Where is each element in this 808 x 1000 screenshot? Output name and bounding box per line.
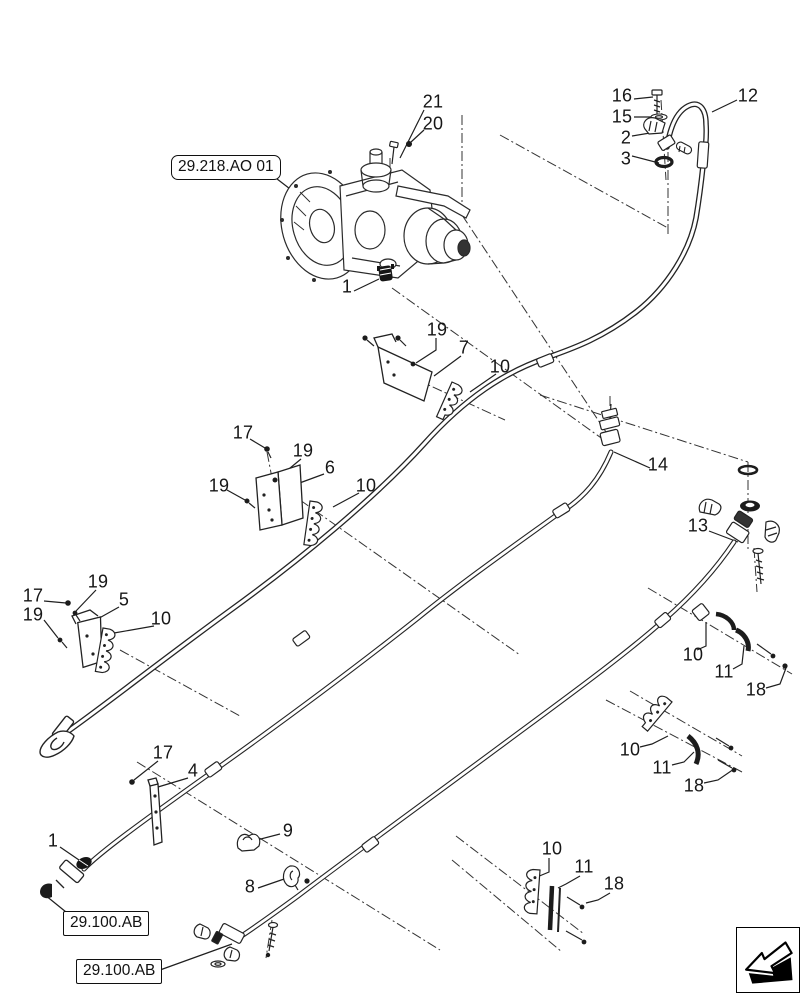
callout-1: 1 — [341, 276, 353, 297]
clamp-group-right-1 — [691, 603, 788, 669]
callout-14: 14 — [647, 454, 669, 475]
hose-12 — [61, 101, 710, 737]
callout-17: 17 — [152, 742, 174, 763]
screws-19-c — [57, 600, 81, 649]
callout-4: 4 — [187, 760, 199, 781]
callout-10: 10 — [355, 475, 377, 496]
callout-17: 17 — [232, 422, 254, 443]
ref-box-29-100-AB-1[interactable]: 29.100.AB — [63, 911, 150, 936]
fitting-14 — [599, 403, 621, 447]
pump-assembly — [280, 148, 471, 282]
callout-19: 19 — [22, 604, 44, 625]
ref-box-29-100-AB-2[interactable]: 29.100.AB — [76, 959, 163, 984]
hose-sleeves — [204, 141, 710, 853]
callout-18: 18 — [603, 873, 625, 894]
bracket-4 — [147, 777, 163, 846]
callout-10: 10 — [619, 739, 641, 760]
callout-10: 10 — [541, 838, 563, 859]
callout-11: 11 — [714, 661, 734, 682]
callout-11: 11 — [574, 856, 594, 877]
clip-8 — [282, 865, 301, 891]
callout-12: 12 — [737, 85, 759, 106]
clamp-10-a — [435, 381, 463, 421]
corner-arrow-glyph — [745, 941, 793, 984]
callout-10: 10 — [150, 608, 172, 629]
screw-21 — [389, 140, 399, 165]
callout-6: 6 — [324, 457, 336, 478]
ring-3 — [654, 155, 674, 169]
callout-7: 7 — [458, 337, 470, 358]
clamp-10-b — [303, 500, 323, 547]
screws-19-b — [244, 446, 278, 509]
callout-13: 13 — [687, 515, 709, 536]
callout-17: 17 — [22, 585, 44, 606]
callout-19: 19 — [292, 440, 314, 461]
clamp-group-right-2 — [641, 695, 737, 773]
clamp-9 — [236, 833, 261, 852]
callout-19: 19 — [426, 319, 448, 340]
callout-5: 5 — [118, 589, 130, 610]
hose-13 — [237, 539, 737, 940]
callout-20: 20 — [422, 113, 444, 134]
hose-13-end-fitting — [193, 921, 279, 968]
leader-lines — [43, 96, 787, 971]
clip-hose-12 — [675, 141, 693, 155]
bolt-16 — [651, 89, 663, 114]
ref-box-29-218-AO-01[interactable]: 29.218.AO 01 — [171, 155, 281, 180]
callout-3: 3 — [620, 148, 632, 169]
washer-15 — [650, 113, 668, 121]
callout-10: 10 — [682, 644, 704, 665]
callout-8: 8 — [244, 876, 256, 897]
callout-15: 15 — [611, 106, 633, 127]
callout-19: 19 — [208, 475, 230, 496]
callout-19: 19 — [87, 571, 109, 592]
nut-hose-12 — [657, 134, 676, 151]
callout-10: 10 — [489, 356, 511, 377]
fitting-13 — [698, 464, 780, 585]
callout-21: 21 — [422, 91, 444, 112]
elbow-fitting-2 — [643, 117, 666, 135]
callout-9: 9 — [282, 820, 294, 841]
page-corner-arrow-icon[interactable] — [736, 927, 800, 993]
callout-11: 11 — [652, 757, 672, 778]
callout-2: 2 — [620, 127, 632, 148]
callout-1: 1 — [47, 830, 59, 851]
screw-17-d — [129, 779, 135, 785]
hose-12-end-hook — [39, 715, 75, 758]
callout-16: 16 — [611, 85, 633, 106]
bracket-6 — [255, 464, 304, 531]
phantom-lines — [119, 99, 793, 959]
nut-8 — [304, 878, 310, 884]
fitting-1-top — [377, 264, 394, 282]
clamp-group-bottom — [523, 868, 587, 945]
callout-18: 18 — [683, 775, 705, 796]
dot-detail — [406, 141, 412, 147]
bracket-7 — [373, 333, 433, 402]
grommet-1 — [76, 857, 92, 869]
hose-14-end-fitting — [40, 859, 85, 899]
callout-18: 18 — [745, 679, 767, 700]
screws-19-a — [362, 335, 416, 367]
clamp-10-c — [94, 627, 116, 674]
